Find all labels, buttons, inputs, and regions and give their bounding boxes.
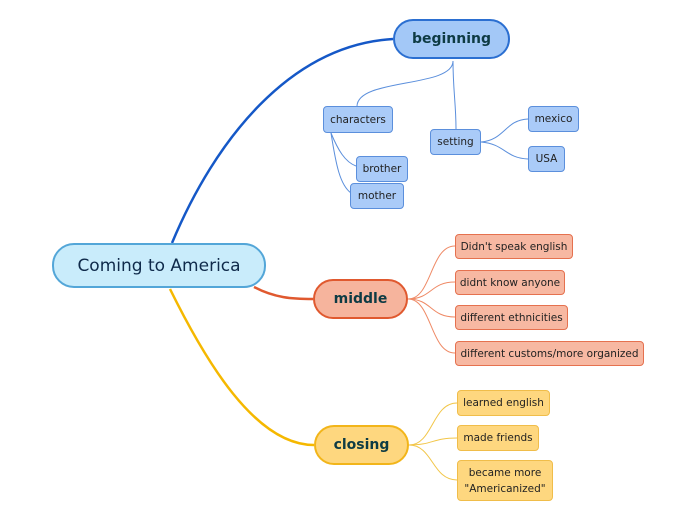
link-middle-3 [407,298,456,318]
closing-item-3-label: became more "Americanized" [464,466,546,495]
root-node[interactable]: Coming to America [52,243,266,288]
closing-item-1[interactable]: learned english [457,390,550,416]
setting-label: setting [437,136,474,148]
middle-node[interactable]: middle [313,279,408,319]
mexico-label: mexico [534,113,573,125]
mexico-node[interactable]: mexico [528,106,579,132]
link-middle-4 [407,298,456,354]
link-characters-mother [330,132,352,194]
beginning-label: beginning [411,31,492,47]
root-label: Coming to America [77,255,241,276]
middle-item-3-label: different ethnicities [460,311,563,324]
middle-label: middle [333,291,388,307]
setting-node[interactable]: setting [430,129,481,155]
closing-item-2-label: made friends [463,432,533,444]
link-beginning-setting [452,60,457,130]
link-middle-1 [407,245,456,300]
link-setting-usa [480,141,529,160]
link-characters-brother [330,132,357,167]
usa-node[interactable]: USA [528,146,565,172]
closing-item-3[interactable]: became more "Americanized" [457,460,553,501]
mother-node[interactable]: mother [350,183,404,209]
brother-node[interactable]: brother [356,156,408,182]
link-closing-3 [408,444,458,481]
beginning-node[interactable]: beginning [393,19,510,59]
link-beginning-characters [356,60,454,107]
middle-item-1[interactable]: Didn't speak english [455,234,573,259]
closing-item-1-label: learned english [463,397,544,409]
closing-node[interactable]: closing [314,425,409,465]
middle-item-4-label: different customs/more organized [460,347,639,360]
link-closing-1 [408,402,458,446]
middle-item-3[interactable]: different ethnicities [455,305,568,330]
closing-label: closing [333,437,390,453]
closing-item-2[interactable]: made friends [457,425,539,451]
link-root-closing [168,288,315,447]
link-setting-mexico [480,118,529,143]
characters-label: characters [330,113,386,126]
characters-node[interactable]: characters [323,106,393,133]
middle-item-2[interactable]: didnt know anyone [455,270,565,295]
mother-label: mother [357,190,397,202]
link-middle-2 [407,281,456,300]
brother-label: brother [362,163,402,175]
link-root-beginning [170,37,394,244]
middle-item-1-label: Didn't speak english [460,240,568,253]
middle-item-2-label: didnt know anyone [459,276,561,289]
link-closing-2 [408,437,458,446]
usa-label: USA [535,153,558,165]
middle-item-4[interactable]: different customs/more organized [455,341,644,366]
link-root-middle [253,285,314,301]
